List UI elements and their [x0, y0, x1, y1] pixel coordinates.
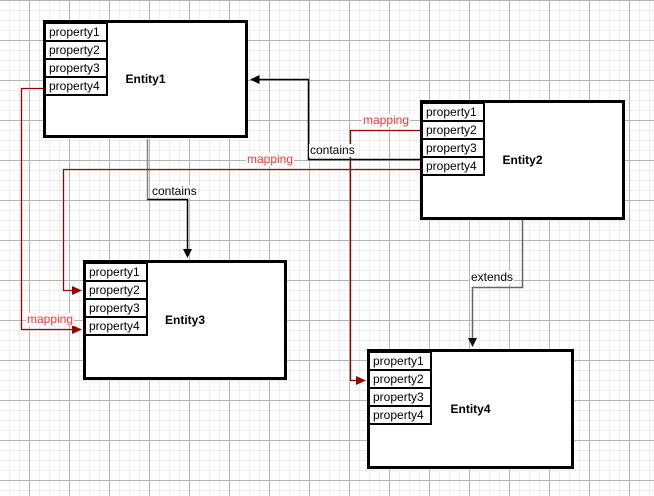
- edge-label-contains-entity2-entity1[interactable]: contains: [309, 143, 356, 157]
- edge-segment: [62, 168, 420, 292]
- entity4-title: Entity4: [450, 402, 491, 416]
- arrowhead-icon: [72, 286, 82, 295]
- entity3-property2[interactable]: property2: [84, 280, 148, 300]
- entity1-property4[interactable]: property4: [44, 76, 108, 96]
- arrowhead-icon: [468, 338, 477, 347]
- edge-label-extends-entity2-entity4[interactable]: extends: [470, 270, 515, 284]
- entity3-properties: property1 property2 property3 property4: [84, 262, 148, 336]
- edge-segment: [471, 220, 524, 339]
- arrowhead-icon: [356, 376, 366, 385]
- entity1-box[interactable]: Entity1 property1 property2 property3 pr…: [43, 20, 248, 138]
- edge-segment: [349, 129, 420, 382]
- entity4-property3[interactable]: property3: [368, 387, 432, 407]
- edge-mapping-entity2-entity4[interactable]: [349, 129, 421, 386]
- entity3-title: Entity3: [164, 313, 205, 327]
- entity3-property4[interactable]: property4: [84, 316, 148, 336]
- entity3-property1[interactable]: property1: [84, 262, 148, 282]
- entity2-property4[interactable]: property4: [421, 156, 485, 176]
- edge-segment: [259, 78, 420, 161]
- edge-extends-entity2-entity4[interactable]: [468, 220, 524, 347]
- edge-label-mapping-entity2-entity4[interactable]: mapping: [362, 113, 411, 127]
- entity4-properties: property1 property2 property3 property4: [368, 351, 432, 425]
- edge-contains-entity1-entity3[interactable]: [146, 139, 193, 258]
- arrowhead-icon: [250, 75, 260, 84]
- entity1-properties: property1 property2 property3 property4: [44, 22, 108, 96]
- entity3-box[interactable]: Entity3 property1 property2 property3 pr…: [83, 260, 287, 380]
- entity2-title: Entity2: [502, 153, 543, 167]
- edge-mapping-entity2-entity3[interactable]: [62, 168, 421, 296]
- edge-mapping-entity1-entity3[interactable]: [20, 87, 83, 335]
- entity4-property4[interactable]: property4: [368, 405, 432, 425]
- edge-segment: [147, 198, 189, 250]
- edge-segment: [20, 87, 72, 331]
- edge-label-mapping-entity2-entity3[interactable]: mapping: [246, 152, 295, 166]
- entity4-box[interactable]: Entity4 property1 property2 property3 pr…: [367, 349, 574, 469]
- entity2-property1[interactable]: property1: [421, 102, 485, 122]
- entity2-properties: property1 property2 property3 property4: [421, 102, 485, 176]
- edge-contains-entity2-entity1[interactable]: [250, 75, 420, 161]
- entity2-box[interactable]: Entity2 property1 property2 property3 pr…: [420, 100, 625, 220]
- edge-label-mapping-entity1-entity3[interactable]: mapping: [26, 312, 75, 326]
- edge-label-contains-entity1-entity3[interactable]: contains: [151, 184, 198, 198]
- arrowhead-icon: [183, 249, 192, 258]
- entity1-title: Entity1: [125, 72, 166, 86]
- arrowhead-icon: [72, 325, 82, 334]
